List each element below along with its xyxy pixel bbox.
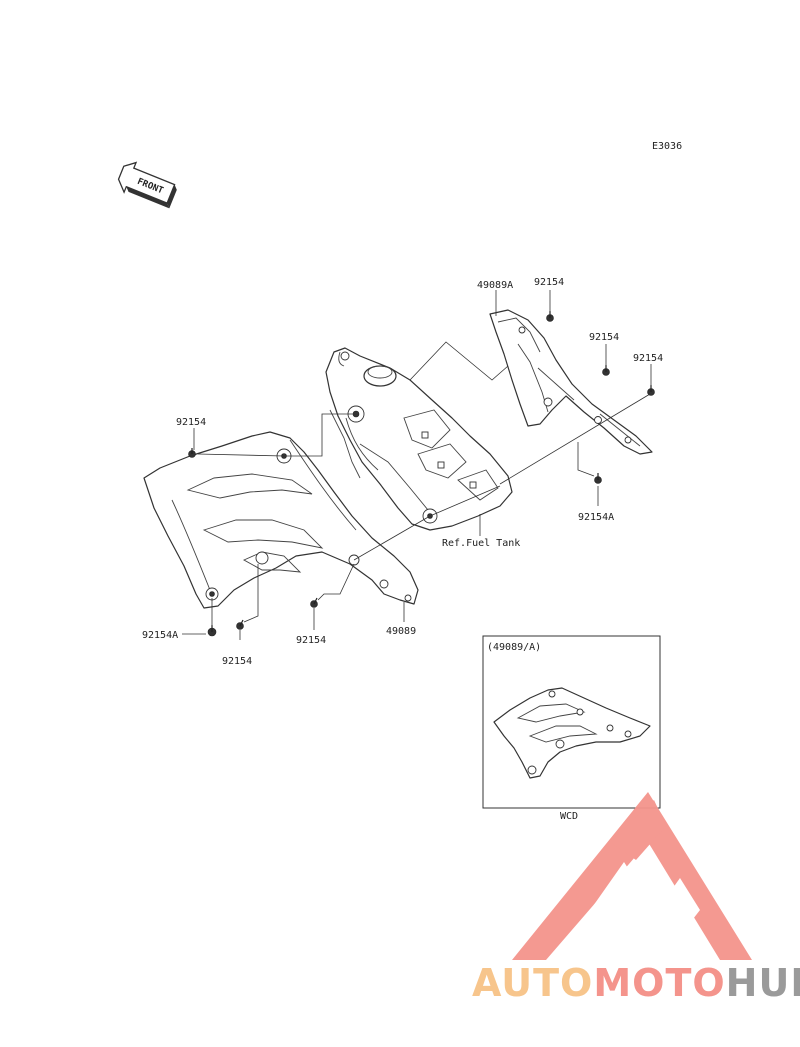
part-label: 92154A — [142, 630, 178, 641]
part-label: 92154 — [296, 635, 326, 646]
inset-box: (49089/A) WCD — [482, 635, 661, 822]
part-label: 49089 — [386, 626, 416, 637]
automotohub-logo: AUTOMOTOHUB — [472, 792, 800, 1005]
part-labels: 49089A 92154 92154 92154 92154 92154A 92… — [142, 277, 663, 667]
part-label: 92154 — [222, 656, 252, 667]
watermark-part-2: MOTO — [593, 961, 725, 1005]
watermark-part-3: HUB — [726, 961, 800, 1005]
bolt-icons — [188, 311, 655, 637]
diagram-code: E3036 — [652, 141, 682, 152]
inset-caption: WCD — [560, 811, 578, 822]
triangle-logo-icon — [512, 792, 752, 960]
fuel-tank — [325, 347, 513, 531]
ref-fuel-tank-label: Ref.Fuel Tank — [442, 538, 520, 549]
right-shroud — [489, 309, 653, 455]
part-label: 92154A — [578, 512, 614, 523]
watermark-text: AUTOMOTOHUB — [472, 961, 800, 1005]
part-label: 92154 — [176, 417, 206, 428]
part-label: 49089A — [477, 280, 513, 291]
inset-title: (49089/A) — [487, 642, 541, 653]
part-label: 92154 — [589, 332, 619, 343]
part-label: 92154 — [534, 277, 564, 288]
leader-lines — [182, 290, 652, 640]
watermark-part-1: AUTO — [472, 961, 593, 1005]
part-label: 92154 — [633, 353, 663, 364]
front-arrow-icon: FRONT — [117, 161, 177, 209]
